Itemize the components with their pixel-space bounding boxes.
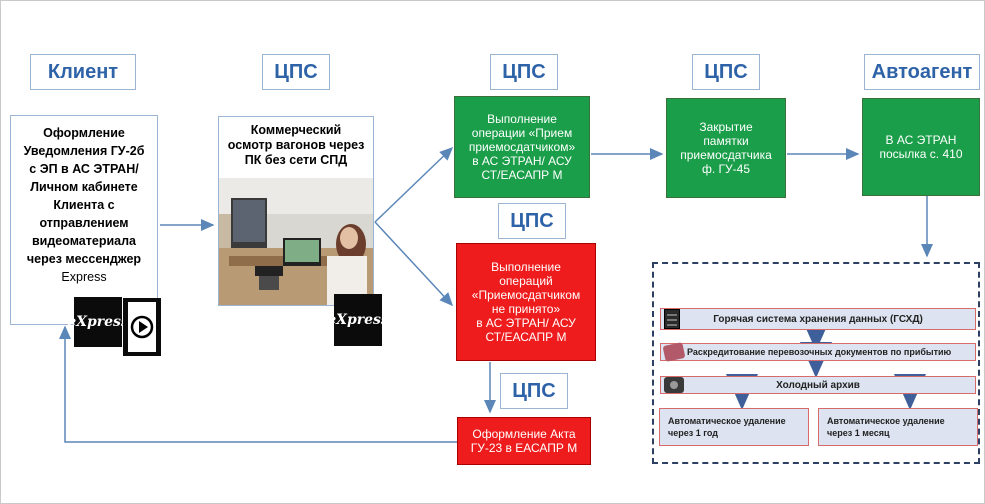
reject-line: Выполнение — [491, 260, 561, 274]
arrow-act-to-client — [59, 325, 457, 443]
accept-line: СТ/ЕАСАПР М — [481, 168, 563, 182]
delete-month-box: Автоматическое удаление через 1 месяц — [818, 408, 978, 446]
reject-line: не принято» — [491, 302, 561, 316]
header-cps-reject: ЦПС — [498, 203, 566, 239]
agent-line: В АС ЭТРАН — [885, 133, 957, 147]
decredit-label: Раскредитование перевозочных документов … — [687, 347, 952, 357]
delete-year-box: Автоматическое удаление через 1 год — [659, 408, 809, 446]
delete-year-line: Автоматическое удаление — [668, 416, 786, 426]
hot-storage-bar: Горячая система хранения данных (ГСХД) — [660, 308, 976, 330]
reject-line: СТ/ЕАСАПР М — [485, 330, 567, 344]
inspection-line: ПК без сети СПД — [244, 153, 348, 167]
header-cps-act: ЦПС — [500, 373, 568, 409]
act-form-box: Оформление Акта ГУ-23 в ЕАСАПР М — [457, 417, 591, 465]
decredit-bar: Раскредитование перевозочных документов … — [660, 343, 976, 361]
cold-archive-bar: Холодный архив — [660, 376, 976, 394]
header-client: Клиент — [30, 54, 136, 90]
close-line: памятки — [703, 134, 749, 148]
arrow-inspection-to-reject — [374, 221, 454, 307]
agent-message-box: В АС ЭТРАН посылка с. 410 — [862, 98, 980, 196]
express-logo-icon: eXpress — [327, 294, 389, 346]
computer-workstation-photo — [219, 178, 373, 305]
reject-line: «Приемосдатчиком — [471, 288, 581, 302]
client-box-line: Клиента с — [53, 198, 115, 212]
arrow-inspection-to-accept — [374, 146, 454, 223]
header-cps-label: ЦПС — [274, 60, 318, 83]
client-box-line: Уведомления ГУ-2б — [23, 144, 145, 158]
express-logo-text: eXpress — [67, 314, 129, 330]
client-box-line: Оформление — [43, 126, 125, 140]
inspection-line: Коммерческий — [250, 123, 342, 137]
header-cps-label: ЦПС — [512, 379, 556, 402]
express-logo-icon: eXpress — [67, 297, 129, 347]
reject-line: в АС ЭТРАН/ АСУ — [476, 316, 576, 330]
close-line: Закрытие — [699, 120, 753, 134]
client-box-line: отправлением — [39, 216, 129, 230]
client-notification-box: Оформление Уведомления ГУ-2б с ЭП в АС Э… — [10, 115, 158, 325]
disk-icon — [664, 377, 684, 393]
play-document-icon — [123, 298, 161, 356]
delete-year-line: через 1 год — [668, 428, 718, 438]
act-line: Оформление Акта — [472, 427, 576, 441]
header-autoagent: Автоагент — [864, 54, 980, 90]
close-memo-box: Закрытие памятки приемосдатчика ф. ГУ-45 — [666, 98, 786, 198]
express-logo-text: eXpress — [327, 312, 389, 328]
agent-line: посылка с. 410 — [879, 147, 963, 161]
accept-line: приемосдатчиком» — [468, 140, 576, 154]
header-autoagent-label: Автоагент — [871, 60, 973, 83]
header-cps-inspection: ЦПС — [262, 54, 330, 90]
client-box-line: видеоматериала — [32, 234, 136, 248]
header-client-label: Клиент — [47, 60, 119, 83]
header-cps-close: ЦПС — [692, 54, 760, 90]
reject-operation-box: Выполнение операций «Приемосдатчиком не … — [456, 243, 596, 361]
header-cps-label: ЦПС — [502, 60, 546, 83]
inspection-line: осмотр вагонов через — [227, 138, 365, 152]
hot-storage-label: Горячая система хранения данных (ГСХД) — [713, 313, 923, 325]
storage-panel — [652, 262, 980, 464]
accept-line: Выполнение — [487, 112, 557, 126]
act-line: ГУ-23 в ЕАСАПР М — [470, 441, 578, 455]
cold-archive-label: Холодный архив — [776, 379, 860, 391]
client-box-line: Express — [61, 270, 107, 284]
server-icon — [664, 309, 680, 329]
reject-line: операций — [499, 274, 553, 288]
close-line: ф. ГУ-45 — [701, 162, 750, 176]
header-cps-label: ЦПС — [510, 209, 554, 232]
accept-line: в АС ЭТРАН/ АСУ — [472, 154, 572, 168]
header-cps-accept: ЦПС — [490, 54, 558, 90]
accept-operation-box: Выполнение операции «Прием приемосдатчик… — [454, 96, 590, 198]
client-box-line: с ЭП в АС ЭТРАН/ — [29, 162, 139, 176]
header-cps-label: ЦПС — [704, 60, 748, 83]
client-box-line: Личном кабинете — [30, 180, 138, 194]
client-box-line: через мессенджер — [26, 252, 142, 266]
close-line: приемосдатчика — [680, 148, 772, 162]
delete-month-line: через 1 месяц — [827, 428, 890, 438]
delete-month-line: Автоматическое удаление — [827, 416, 945, 426]
accept-line: операции «Прием — [471, 126, 573, 140]
